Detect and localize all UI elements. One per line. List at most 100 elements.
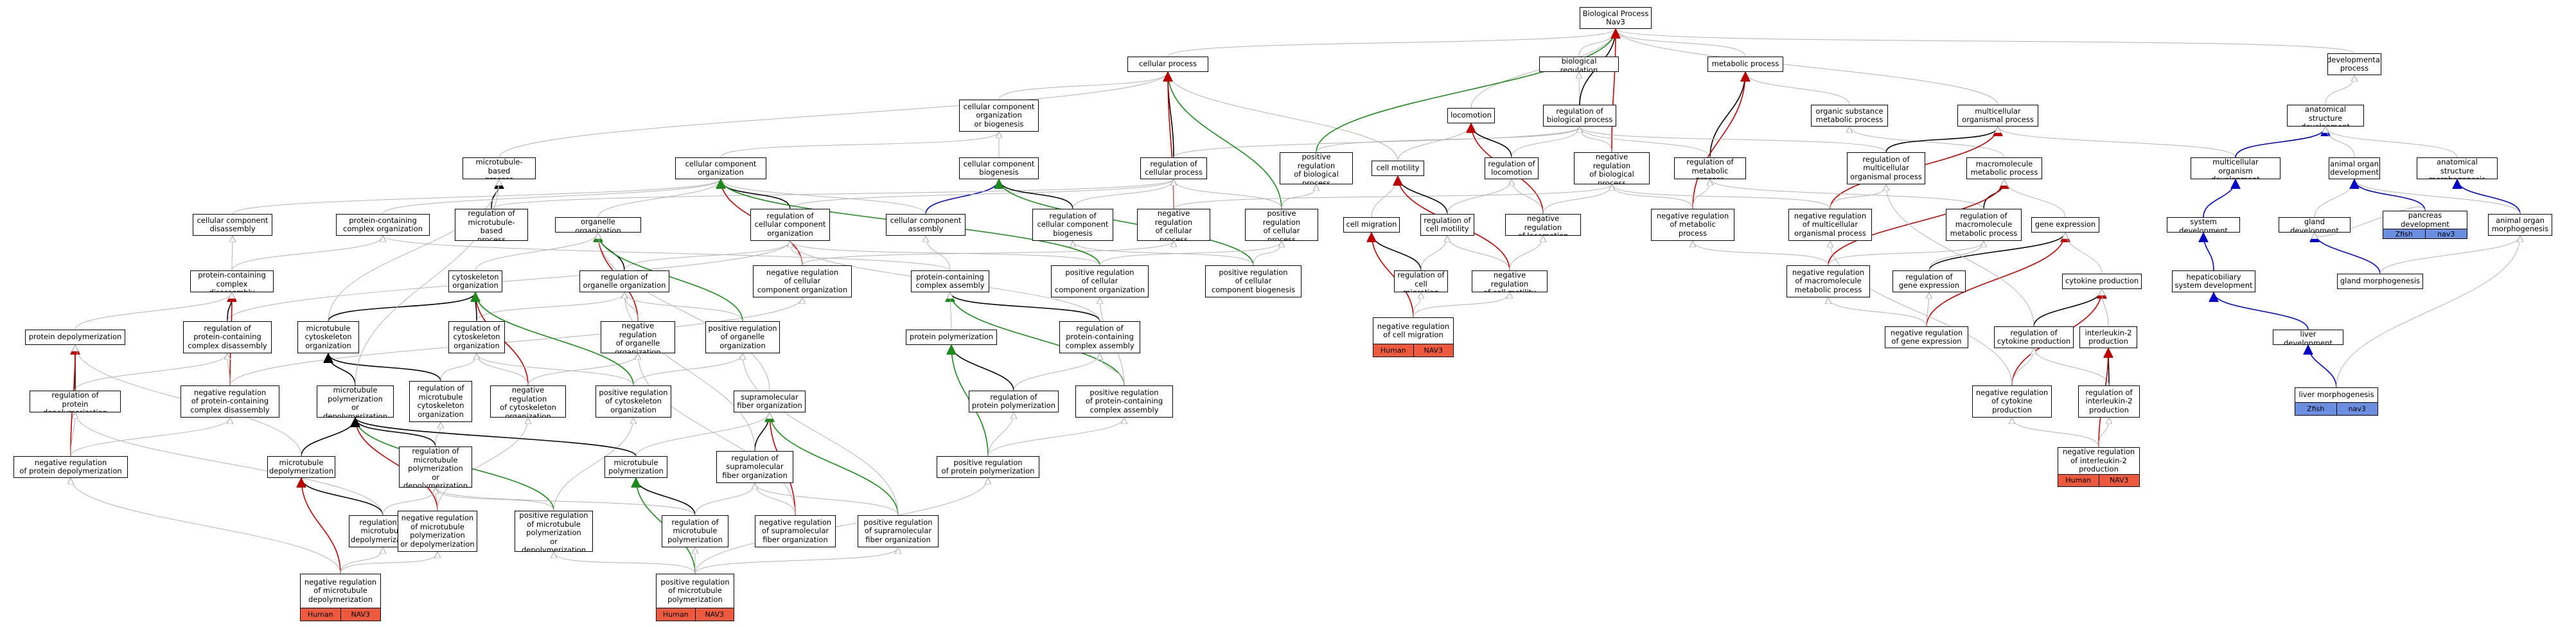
go-term-nrbp[interactable]: negative regulation of biological proces…	[1574, 152, 1650, 184]
go-term-nrcyp[interactable]: negative regulation of cytokine producti…	[1972, 385, 2052, 418]
go-term-nrmmp[interactable]: negative regulation of macromolecule met…	[1786, 265, 1870, 297]
go-term-ccob[interactable]: cellular component organization or bioge…	[959, 100, 1039, 132]
go-term-oo[interactable]: organelle organization	[555, 217, 641, 233]
go-term-nrmtpd[interactable]: negative regulation of microtubule polym…	[398, 511, 477, 552]
go-term-prmtpd[interactable]: positive regulation of microtubule polym…	[515, 511, 593, 552]
go-term-mtbp[interactable]: microtubule-based process	[463, 157, 536, 179]
go-term-mtpd[interactable]: microtubule polymerization or depolymeri…	[317, 385, 394, 418]
go-term-mod[interactable]: multicellular organism development	[2191, 157, 2280, 179]
go-term-rloco[interactable]: regulation of locomotion	[1485, 157, 1539, 179]
go-term-prppol[interactable]: positive regulation of protein polymeriz…	[937, 456, 1039, 478]
go-term-nrcso[interactable]: negative regulation of cytoskeleton orga…	[490, 385, 566, 418]
go-term-rmtbp[interactable]: regulation of microtubule-based process	[455, 209, 528, 241]
go-term-prccb[interactable]: positive regulation of cellular componen…	[1205, 265, 1301, 297]
go-term-br[interactable]: biological regulation	[1539, 57, 1619, 72]
go-term-mto[interactable]: microtubule cytoskeleton organization	[297, 321, 359, 353]
go-term-pccd[interactable]: protein-containing complex disassembly	[190, 270, 274, 292]
go-term-nrmop[interactable]: negative regulation of multicellular org…	[1788, 209, 1872, 241]
go-term-rcmot[interactable]: regulation of cell motility	[1420, 214, 1474, 236]
go-term-nrpccd[interactable]: negative regulation of protein-containin…	[181, 385, 279, 418]
go-term-rbp[interactable]: regulation of biological process	[1543, 105, 1616, 127]
go-term-sfo[interactable]: supramolecular fiber organization	[734, 391, 806, 412]
go-term-aom[interactable]: animal organ morphogenesis	[2488, 214, 2552, 236]
go-term-aod[interactable]: animal organ development	[2329, 157, 2380, 179]
go-term-rccb[interactable]: regulation of cellular component biogene…	[1032, 209, 1113, 241]
go-term-prcso[interactable]: positive regulation of cytoskeleton orga…	[595, 385, 671, 418]
go-term-rpcca[interactable]: regulation of protein-containing complex…	[1059, 321, 1140, 353]
go-term-cso[interactable]: cytoskeleton organization	[448, 270, 502, 292]
go-term-asd[interactable]: anatomical structure development	[2287, 105, 2364, 127]
go-term-rmtp[interactable]: regulation of microtubule polymerization	[662, 515, 728, 547]
go-term-pcca[interactable]: protein-containing complex assembly	[911, 270, 989, 292]
edge-rcco-to-rcp	[790, 179, 1174, 209]
go-term-rcmig[interactable]: regulation of cell migration	[1394, 270, 1448, 292]
go-term-bp[interactable]: Biological Process Nav3	[1580, 7, 1652, 29]
go-term-loco[interactable]: locomotion	[1447, 108, 1495, 123]
go-term-gd[interactable]: gland development	[2279, 217, 2351, 233]
go-term-rcco[interactable]: regulation of cellular component organiz…	[750, 209, 830, 241]
go-term-nroo[interactable]: negative regulation of organelle organiz…	[601, 321, 675, 353]
go-term-mtdp[interactable]: microtubule depolymerization	[267, 456, 335, 478]
go-term-cyp[interactable]: cytokine production	[2062, 274, 2142, 289]
go-term-ppol[interactable]: protein polymerization	[906, 330, 997, 345]
go-term-cp[interactable]: cellular process	[1127, 57, 1208, 72]
go-term-osmp[interactable]: organic substance metabolic process	[1811, 105, 1888, 127]
go-term-rpccd[interactable]: regulation of protein-containing complex…	[183, 321, 272, 353]
go-term-rsfo[interactable]: regulation of supramolecular fiber organ…	[716, 451, 793, 483]
go-term-ccb[interactable]: cellular component biogenesis	[959, 157, 1039, 179]
go-term-prmtp[interactable]: positive regulation of microtubule polym…	[656, 574, 734, 621]
go-term-proo[interactable]: positive regulation of organelle organiz…	[705, 321, 780, 353]
go-term-nrcmot[interactable]: negative regulation of cell motility	[1472, 270, 1548, 292]
go-term-nrcp[interactable]: negative regulation of cellular process	[1137, 209, 1210, 241]
go-term-rmmp[interactable]: regulation of macromolecule metabolic pr…	[1946, 209, 2022, 241]
go-term-il2p[interactable]: interleukin-2 production	[2079, 326, 2137, 348]
go-term-cmig[interactable]: cell migration	[1343, 217, 1400, 233]
go-term-pcco[interactable]: protein-containing complex organization	[336, 214, 430, 236]
go-term-ril2p[interactable]: regulation of interleukin-2 production	[2078, 385, 2140, 418]
go-term-prcp[interactable]: positive regulation of cellular process	[1245, 209, 1318, 241]
go-term-rmto[interactable]: regulation of microtubule cytoskeleton o…	[409, 381, 472, 422]
go-term-rge[interactable]: regulation of gene expression	[1892, 270, 1966, 292]
go-term-rmtpd[interactable]: regulation of microtubule polymerization…	[399, 446, 472, 488]
go-term-label: regulation of protein polymerization	[971, 392, 1056, 410]
go-term-ld[interactable]: liver development	[2273, 330, 2343, 345]
go-term-dp[interactable]: developmental process	[2327, 53, 2381, 75]
go-term-cca[interactable]: cellular component assembly	[886, 214, 966, 236]
go-term-mop[interactable]: multicellular organismal process	[1957, 105, 2038, 127]
go-term-sd[interactable]: system development	[2167, 217, 2240, 233]
go-term-mp[interactable]: metabolic process	[1707, 57, 1783, 72]
go-term-rcso[interactable]: regulation of cytoskeleton organization	[448, 321, 505, 353]
go-term-asm[interactable]: anatomical structure morphogenesis	[2417, 157, 2498, 179]
go-term-hsd[interactable]: hepaticobiliary system development	[2172, 270, 2255, 292]
go-term-nrloco[interactable]: negative regulation of locomotion	[1505, 214, 1581, 236]
go-term-pdp[interactable]: protein depolymerization	[25, 330, 125, 345]
go-term-ge[interactable]: gene expression	[2031, 217, 2099, 233]
go-term-cco[interactable]: cellular component organization	[675, 157, 766, 179]
go-term-prbp[interactable]: positive regulation of biological proces…	[1280, 152, 1353, 184]
go-term-rpdp[interactable]: regulation of protein depolymerization	[30, 391, 121, 412]
go-term-gm[interactable]: gland morphogenesis	[2337, 274, 2423, 289]
go-term-roo[interactable]: regulation of organelle organization	[579, 270, 669, 292]
go-term-nrmtdp[interactable]: negative regulation of microtubule depol…	[300, 574, 381, 621]
go-term-prcco[interactable]: positive regulation of cellular componen…	[1051, 265, 1149, 297]
go-term-mmp[interactable]: macromolecule metabolic process	[1966, 157, 2042, 179]
go-term-nrsfo[interactable]: negative regulation of supramolecular fi…	[755, 515, 836, 547]
go-term-rcp[interactable]: regulation of cellular process	[1140, 157, 1207, 179]
go-term-prpcca[interactable]: positive regulation of protein-containin…	[1075, 385, 1173, 418]
go-term-cmot[interactable]: cell motility	[1372, 161, 1424, 176]
go-term-nrge[interactable]: negative regulation of gene expression	[1885, 326, 1968, 348]
go-term-rcyp[interactable]: regulation of cytokine production	[1994, 326, 2074, 348]
go-term-ccd[interactable]: cellular component disassembly	[193, 214, 272, 236]
go-term-prsfo[interactable]: positive regulation of supramolecular fi…	[858, 515, 939, 547]
go-term-nrmp[interactable]: negative regulation of metabolic process	[1651, 209, 1734, 241]
go-term-nrpdp[interactable]: negative regulation of protein depolymer…	[13, 456, 128, 478]
go-term-nrcco[interactable]: negative regulation of cellular componen…	[753, 265, 852, 297]
go-term-nril2p[interactable]: negative regulation of interleukin-2 pro…	[2058, 447, 2140, 487]
go-term-rppol[interactable]: regulation of protein polymerization	[969, 391, 1059, 412]
go-term-mtp[interactable]: microtubule polymerization	[604, 456, 667, 478]
go-term-rmop[interactable]: regulation of multicellular organismal p…	[1847, 152, 1925, 184]
go-term-rmp[interactable]: regulation of metabolic process	[1674, 157, 1746, 179]
